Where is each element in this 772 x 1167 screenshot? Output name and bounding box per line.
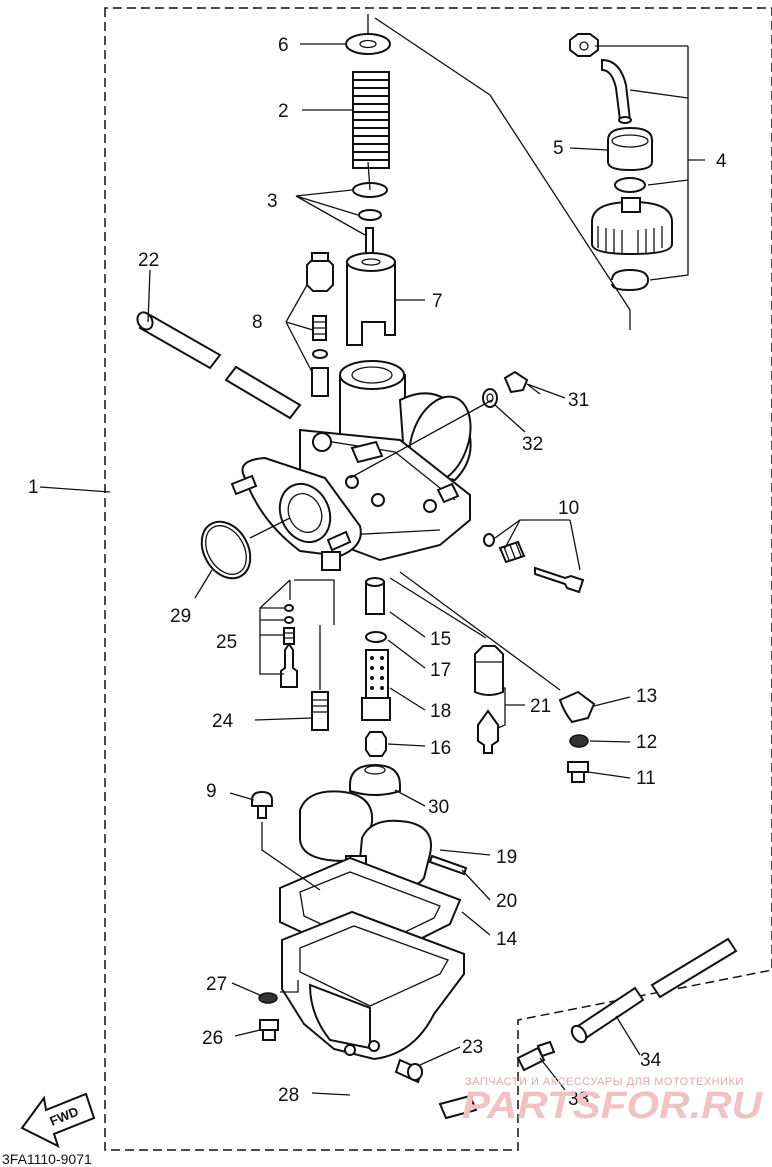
watermark-brand: PARTSFOR.RU xyxy=(462,1085,764,1127)
part-24-pilot-jet xyxy=(311,691,329,731)
label-part-16: 16 xyxy=(430,738,451,759)
part-33-fitting xyxy=(516,1040,556,1072)
carburetor-body xyxy=(230,360,472,571)
label-part-25: 25 xyxy=(216,632,237,653)
part-9-screw xyxy=(251,790,273,819)
part-13-plate xyxy=(558,690,596,724)
label-part-17: 17 xyxy=(430,660,451,681)
label-part-8: 8 xyxy=(252,312,263,333)
label-part-23: 23 xyxy=(462,1037,483,1058)
float-bowl xyxy=(281,910,465,1061)
part-25-pilot-set xyxy=(280,604,298,688)
part-15-needle-jet xyxy=(365,577,385,615)
part-22-hose xyxy=(136,311,302,420)
part-11-screw xyxy=(567,761,589,783)
part-34-hose xyxy=(570,937,738,1044)
part-8-jet-parts xyxy=(306,252,334,397)
label-part-30: 30 xyxy=(428,797,449,818)
part-17-oring xyxy=(365,631,387,643)
watermark-tagline: ЗАПЧАСТИ И АКСЕССУАРЫ ДЛЯ МОТОТЕХНИКИ xyxy=(465,1076,744,1088)
label-part-29: 29 xyxy=(170,606,191,627)
label-part-4: 4 xyxy=(716,151,727,172)
part-7-throttle-valve xyxy=(346,252,396,346)
label-part-12: 12 xyxy=(636,732,657,753)
label-part-26: 26 xyxy=(202,1028,223,1049)
label-part-27: 27 xyxy=(206,974,227,995)
part-labels: 1 2 3 4 5 6 7 8 9 10 11 12 13 14 15 16 1… xyxy=(28,35,727,1110)
part-31-screw xyxy=(503,370,541,395)
label-part-33: 33 xyxy=(568,1089,589,1110)
label-part-7: 7 xyxy=(432,291,443,312)
label-part-34: 34 xyxy=(640,1050,662,1071)
assembly-boundary xyxy=(104,7,772,1151)
part-18-main-jet-holder xyxy=(361,649,391,721)
leader-lines xyxy=(39,43,705,1096)
label-part-6: 6 xyxy=(278,35,289,56)
label-part-19: 19 xyxy=(496,847,517,868)
part-21-float-valve xyxy=(474,645,504,754)
label-part-1: 1 xyxy=(28,477,39,498)
part-30-baffle xyxy=(349,763,401,796)
diagram-code: 3FA1110-9071 xyxy=(2,1151,92,1167)
label-part-13: 13 xyxy=(636,686,657,707)
label-part-9: 9 xyxy=(206,781,217,802)
part-16-main-jet xyxy=(365,731,387,757)
label-part-2: 2 xyxy=(278,101,289,122)
label-part-24: 24 xyxy=(212,711,234,732)
label-part-20: 20 xyxy=(496,891,517,912)
label-part-14: 14 xyxy=(496,929,518,950)
guide-lines xyxy=(261,17,631,993)
label-part-10: 10 xyxy=(558,498,579,519)
part-10-pilot-screw xyxy=(483,533,585,594)
part-29-oring xyxy=(200,520,252,580)
label-part-15: 15 xyxy=(430,629,451,650)
fwd-arrow: FWD xyxy=(20,1092,96,1148)
label-part-5: 5 xyxy=(553,138,564,159)
label-part-18: 18 xyxy=(430,701,451,722)
label-part-31: 31 xyxy=(568,390,589,411)
part-4-cap-assembly xyxy=(569,33,673,292)
label-part-22: 22 xyxy=(138,250,159,271)
part-20-float-pin xyxy=(428,854,468,876)
label-part-3: 3 xyxy=(267,191,278,212)
part-23-screw xyxy=(394,1058,424,1084)
part-27-washer xyxy=(258,992,278,1004)
label-part-28: 28 xyxy=(278,1085,299,1106)
part-2-spring xyxy=(352,71,390,169)
part-6-washer xyxy=(345,14,391,55)
label-part-32: 32 xyxy=(522,434,543,455)
watermark: ЗАПЧАСТИ И АКСЕССУАРЫ ДЛЯ МОТОТЕХНИКИ PA… xyxy=(462,1076,764,1127)
label-part-11: 11 xyxy=(636,768,656,789)
part-26-drain-screw xyxy=(259,1019,279,1041)
part-28-drain-hose xyxy=(342,1069,478,1135)
part-12-washer xyxy=(569,734,589,748)
label-part-21: 21 xyxy=(530,696,551,717)
